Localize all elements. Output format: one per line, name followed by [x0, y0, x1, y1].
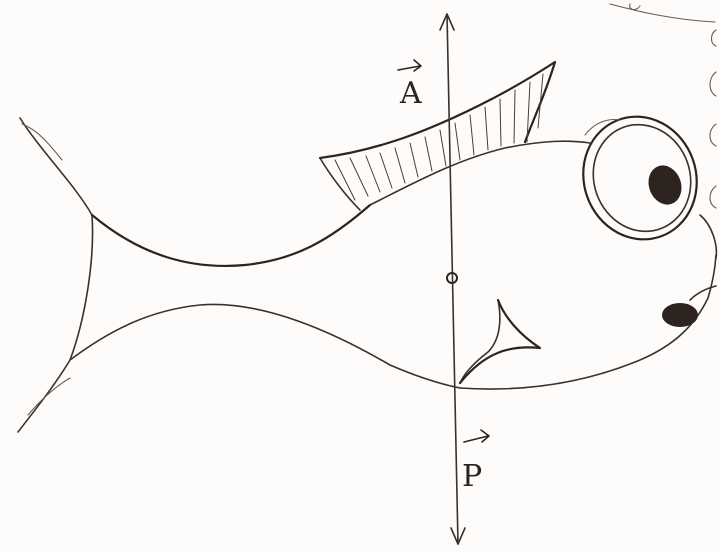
vector-p-label: P — [462, 459, 482, 494]
vector-a-label: A — [399, 76, 422, 111]
lips-icon — [662, 303, 698, 327]
